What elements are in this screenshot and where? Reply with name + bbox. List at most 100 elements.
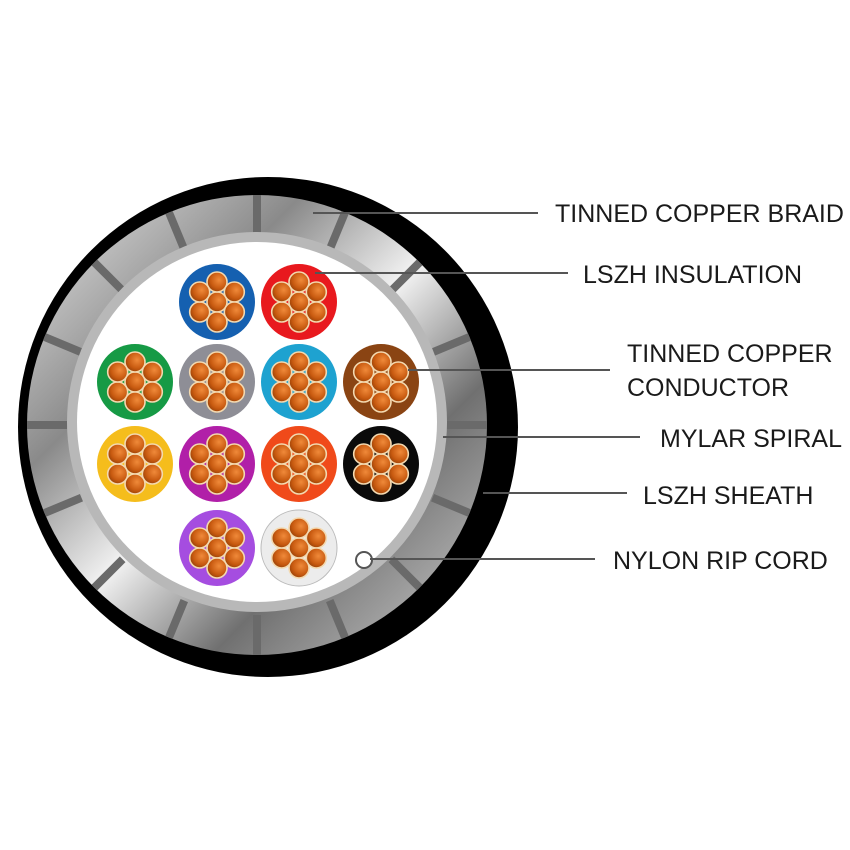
copper-strand (370, 473, 392, 495)
core-white (260, 509, 338, 587)
copper-strand (288, 311, 310, 333)
copper-strand (305, 381, 328, 403)
copper-strand (188, 381, 211, 403)
copper-strand (223, 547, 246, 569)
copper-strand (124, 473, 146, 495)
copper-strand (352, 443, 375, 465)
braid-strand-divider (42, 333, 83, 356)
copper-strand (305, 361, 328, 383)
copper-strand (141, 381, 164, 403)
label-braid: TINNED COPPER BRAID (555, 200, 844, 228)
copper-strand (370, 391, 392, 413)
copper-strand (387, 381, 410, 403)
copper-strand (188, 527, 211, 549)
copper-strand (223, 301, 246, 323)
copper-strand (270, 443, 293, 465)
copper-strand (206, 557, 228, 579)
braid-strand-divider (431, 333, 472, 356)
copper-strand (305, 281, 328, 303)
core-cyan (261, 344, 337, 420)
label-mylar: MYLAR SPIRAL (660, 425, 842, 453)
copper-strand (188, 301, 211, 323)
copper-strand (206, 391, 228, 413)
copper-strand (270, 527, 293, 549)
label-conductor-line1: TINNED COPPER (627, 340, 833, 368)
copper-strand (305, 527, 328, 549)
copper-strand (270, 361, 293, 383)
label-sheath: LSZH SHEATH (643, 482, 813, 510)
copper-strand (223, 463, 246, 485)
copper-strand (288, 473, 310, 495)
copper-strand (270, 547, 293, 569)
core-gray (179, 344, 255, 420)
copper-strand (223, 361, 246, 383)
braid-strand-divider (326, 210, 349, 251)
core-red (261, 264, 337, 340)
copper-strand (270, 301, 293, 323)
core-green (97, 344, 173, 420)
core-orange (261, 426, 337, 502)
copper-strand (141, 361, 164, 383)
label-ripcord: NYLON RIP CORD (613, 547, 828, 575)
copper-strand (206, 473, 228, 495)
core-black (343, 426, 419, 502)
copper-strand (188, 361, 211, 383)
copper-strand (305, 463, 328, 485)
filler (77, 242, 437, 602)
copper-strand (223, 527, 246, 549)
copper-strand (223, 443, 246, 465)
copper-strand (387, 463, 410, 485)
label-insulation: LSZH INSULATION (583, 261, 802, 289)
copper-strand (288, 391, 310, 413)
copper-strand (106, 443, 129, 465)
copper-strand (206, 271, 228, 293)
copper-strand (188, 547, 211, 569)
copper-strand (206, 311, 228, 333)
braid-strand-divider (388, 259, 423, 294)
cores-group (97, 264, 419, 587)
copper-strand (124, 391, 146, 413)
core-brown (343, 344, 419, 420)
copper-strand (124, 351, 146, 373)
copper-strand (387, 443, 410, 465)
copper-strand (141, 443, 164, 465)
braid-strand-divider (431, 494, 472, 517)
copper-strand (288, 557, 310, 579)
braid-strand-divider (326, 599, 349, 640)
copper-strand (270, 463, 293, 485)
copper-strand (352, 361, 375, 383)
copper-strand (141, 463, 164, 485)
copper-strand (270, 281, 293, 303)
copper-strand (370, 351, 392, 373)
copper-strand (206, 433, 228, 455)
braid-strand-divider (91, 259, 126, 294)
label-conductor-line2: CONDUCTOR (627, 374, 789, 402)
core-blue (179, 264, 255, 340)
copper-strand (288, 517, 310, 539)
core-yellow (97, 426, 173, 502)
braid-strands (27, 195, 487, 655)
copper-strand (206, 351, 228, 373)
braid-strand-divider (91, 556, 126, 591)
copper-strand (288, 433, 310, 455)
copper-strand (188, 443, 211, 465)
copper-strand (352, 381, 375, 403)
copper-strand (370, 433, 392, 455)
copper-strand (106, 463, 129, 485)
copper-strand (188, 281, 211, 303)
copper-strand (206, 517, 228, 539)
copper-strand (305, 301, 328, 323)
copper-strand (352, 463, 375, 485)
copper-strand (188, 463, 211, 485)
copper-strand (124, 433, 146, 455)
copper-strand (106, 381, 129, 403)
braid-strand-divider (42, 494, 83, 517)
core-magenta (179, 426, 255, 502)
core-violet (179, 510, 255, 586)
braid-strand-divider (165, 210, 188, 251)
copper-strand (288, 271, 310, 293)
copper-strand (106, 361, 129, 383)
copper-strand (270, 381, 293, 403)
copper-strand (305, 443, 328, 465)
